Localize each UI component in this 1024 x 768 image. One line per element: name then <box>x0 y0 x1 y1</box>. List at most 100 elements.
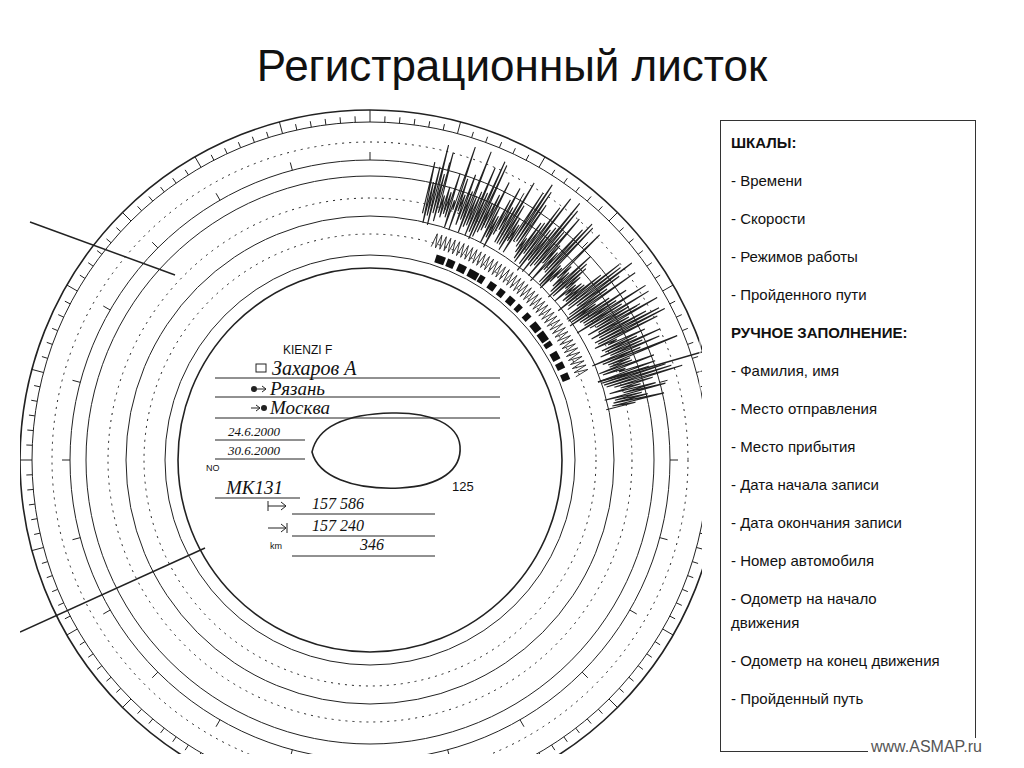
speed-tick <box>216 193 220 200</box>
field-caption: km <box>270 541 282 551</box>
mode-trace <box>543 340 553 349</box>
time-tick <box>696 547 702 550</box>
time-tick <box>116 228 120 232</box>
time-tick <box>106 239 111 243</box>
start-date: 24.6.2000 <box>228 425 280 440</box>
scale-ring <box>70 160 670 754</box>
time-tick <box>629 239 634 243</box>
time-tick <box>629 677 634 681</box>
time-tick <box>682 328 688 330</box>
list-item: - Пройденный путь <box>731 687 946 711</box>
mode-trace <box>434 255 446 266</box>
scale-ring <box>126 216 614 704</box>
time-tick <box>58 603 63 606</box>
speed-tick <box>660 538 668 540</box>
time-tick <box>52 328 58 330</box>
speed-tick <box>62 460 70 461</box>
odometer-end: 157 240 <box>312 517 364 535</box>
time-tick <box>173 178 176 183</box>
time-tick <box>29 415 35 417</box>
odometer-start: 157 586 <box>312 495 364 513</box>
time-tick <box>32 547 44 550</box>
field-caption: NO <box>206 463 220 473</box>
time-tick <box>26 474 32 475</box>
mode-trace <box>522 312 532 322</box>
time-tick <box>539 157 545 167</box>
time-tick <box>161 187 165 192</box>
time-tick <box>552 745 555 750</box>
speed-tick <box>216 720 220 727</box>
time-tick <box>692 357 698 359</box>
list-heading: РУЧНОЕ ЗАПОЛНЕНИЕ: <box>731 321 946 345</box>
time-tick <box>279 122 282 134</box>
time-tick <box>67 629 77 635</box>
mode-trace <box>505 296 516 307</box>
time-tick <box>647 263 652 266</box>
speed-tick <box>370 152 371 160</box>
time-tick <box>65 301 70 304</box>
time-tick <box>42 562 48 564</box>
time-tick <box>42 357 48 359</box>
list-item: - Пройденного пути <box>731 283 946 307</box>
time-tick <box>149 719 153 724</box>
speed-tick <box>72 538 80 540</box>
time-tick <box>692 562 698 564</box>
speed-tick <box>290 750 292 754</box>
time-tick <box>267 132 269 138</box>
time-tick <box>663 629 673 635</box>
driver-icon <box>256 364 266 372</box>
distance-trace <box>431 234 588 377</box>
field-line <box>215 440 305 441</box>
list-item: - Дата начала записи <box>731 473 946 497</box>
time-tick <box>195 753 201 754</box>
time-tick <box>52 589 58 591</box>
driver-name: Захаров А <box>272 357 356 380</box>
time-tick <box>123 699 131 707</box>
mode-trace <box>456 263 467 274</box>
time-tick <box>80 642 85 645</box>
time-tick <box>340 117 342 123</box>
list-item: - Дата окончания записи <box>731 511 946 535</box>
time-tick <box>676 603 681 606</box>
speed-tick <box>660 380 668 382</box>
time-tick <box>576 728 580 733</box>
odometer-line <box>292 514 435 515</box>
time-tick <box>31 519 37 520</box>
departure-place: Рязань <box>270 378 325 400</box>
scale-ring <box>20 110 702 754</box>
time-tick <box>238 142 240 148</box>
field-line <box>215 397 500 398</box>
time-tick <box>173 737 176 742</box>
time-tick <box>252 137 254 143</box>
time-tick <box>696 369 702 372</box>
time-tick <box>32 369 44 372</box>
time-tick <box>688 576 694 578</box>
speed-tick <box>630 610 637 614</box>
info-box: ШКАЛЫ:- Времени- Скорости- Режимов работ… <box>720 120 976 752</box>
time-tick <box>472 132 474 138</box>
time-tick <box>670 616 675 619</box>
scale-ring <box>178 268 562 652</box>
time-tick <box>499 142 501 148</box>
speed-tick <box>670 460 678 461</box>
scale-ring <box>32 122 702 754</box>
scale-ring <box>144 234 596 686</box>
time-tick <box>116 688 120 692</box>
scale-ring <box>165 255 575 665</box>
time-tick <box>67 285 77 291</box>
list-item: - Фамилия, имя <box>731 359 946 383</box>
mode-trace <box>486 281 497 292</box>
mode-trace <box>555 361 565 371</box>
time-tick <box>149 196 153 201</box>
speed-trace <box>422 145 682 410</box>
speed-tick <box>520 193 524 200</box>
time-tick <box>296 124 297 130</box>
list-heading: ШКАЛЫ: <box>731 131 946 155</box>
brand-label: KIENZI F <box>283 344 332 358</box>
time-tick <box>138 709 142 713</box>
time-tick <box>97 251 102 255</box>
time-tick <box>47 342 53 344</box>
time-tick <box>587 196 591 201</box>
list-item: - Режимов работы <box>731 245 946 269</box>
time-tick <box>609 213 617 221</box>
